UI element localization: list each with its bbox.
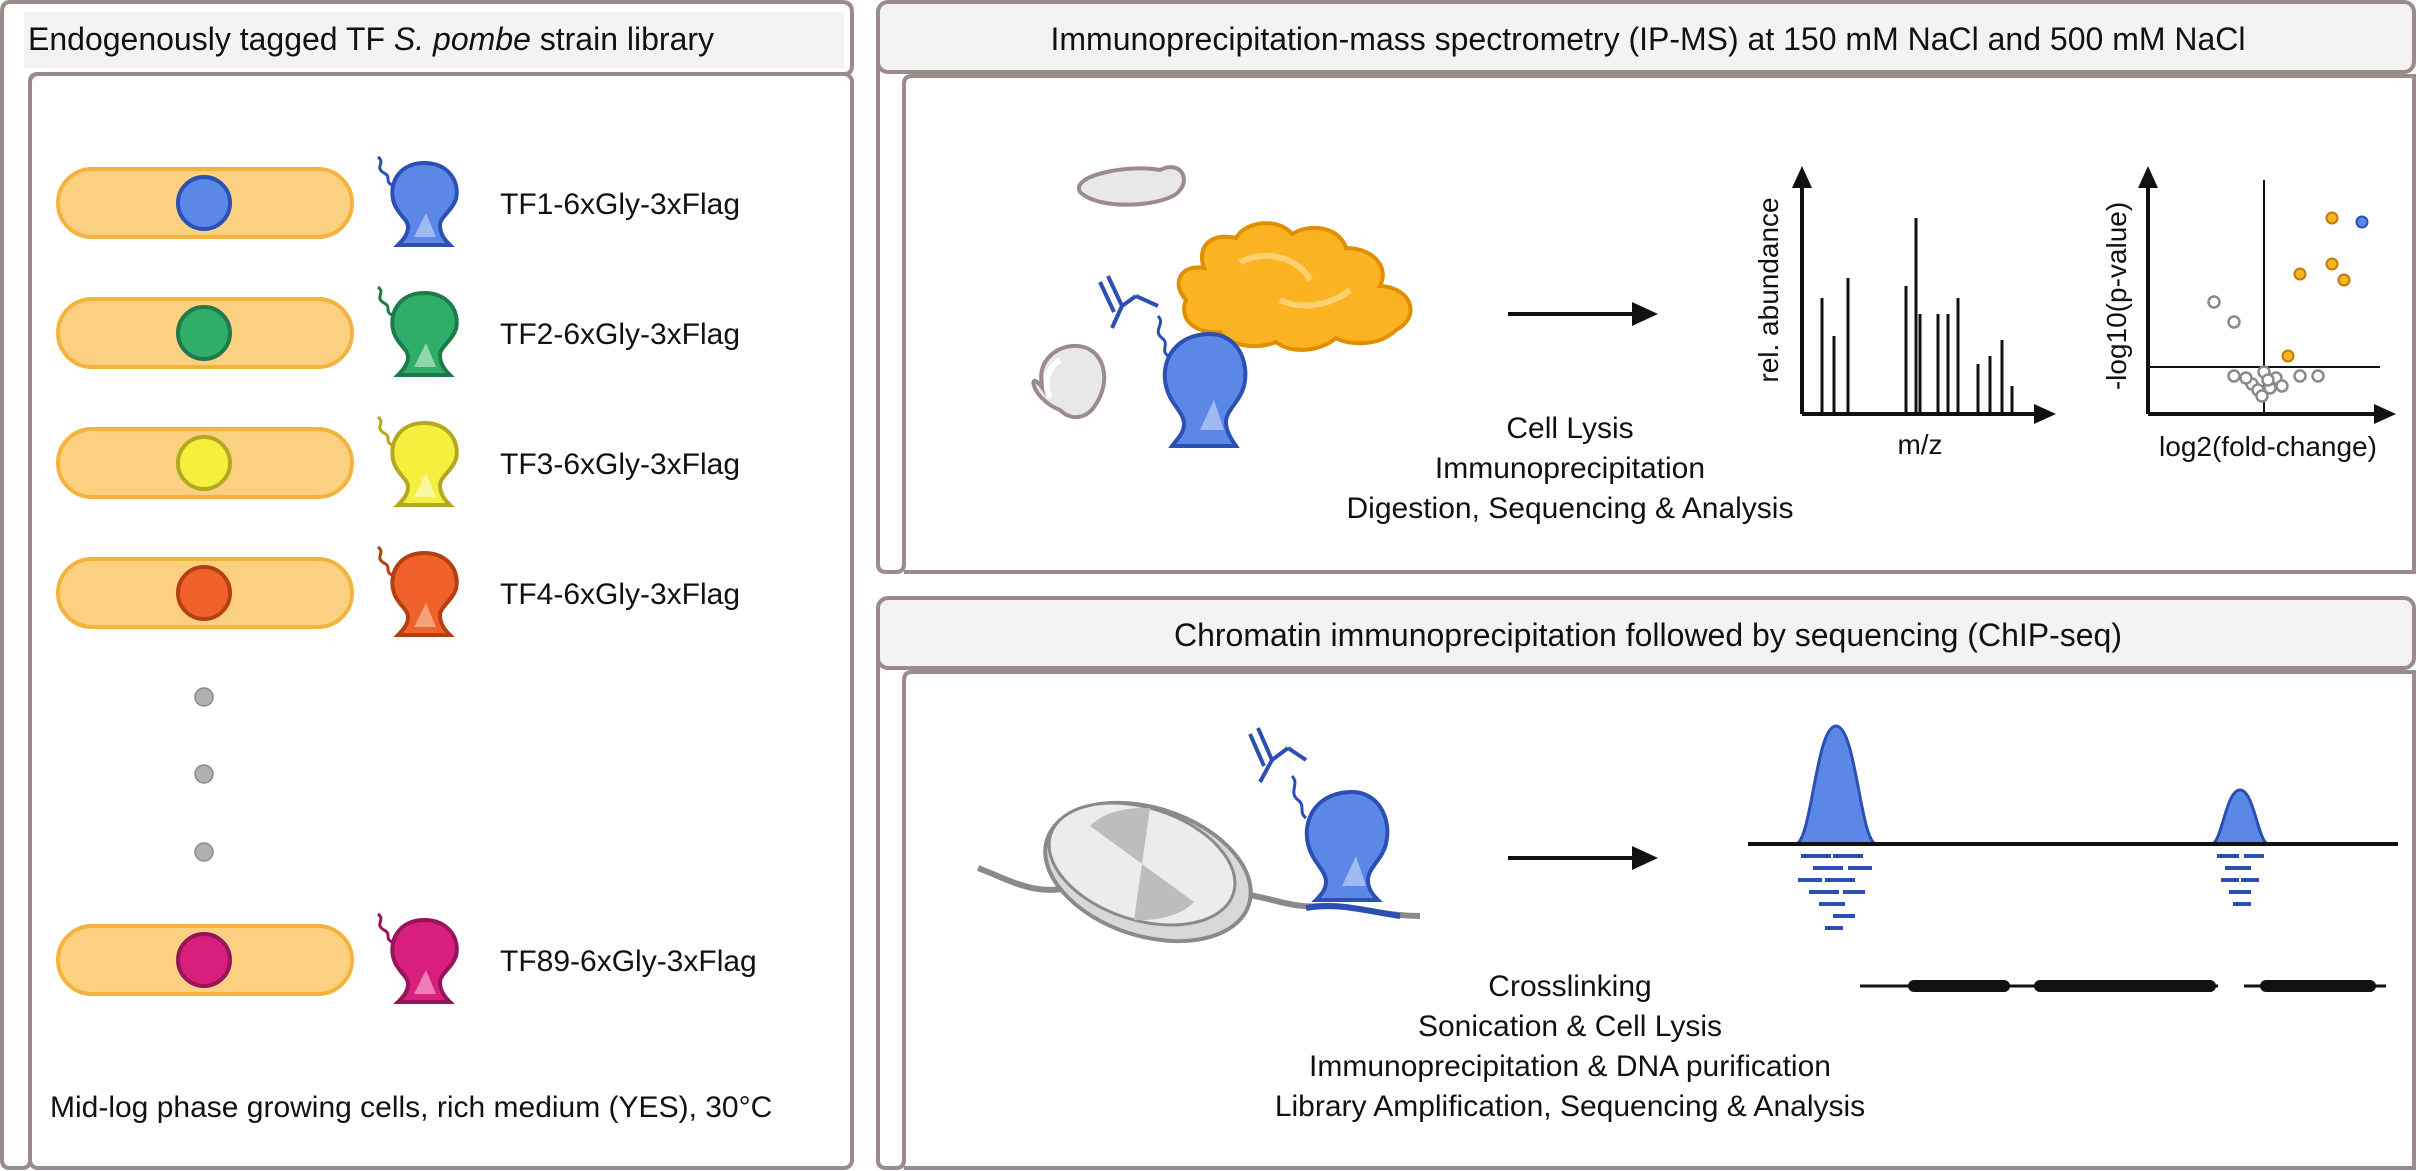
tagged-tf-icon [376,155,459,247]
volcano-point [2207,295,2221,309]
ipms-panel-body [876,30,2416,574]
nucleus-icon [176,435,232,491]
strain-row: TF2-6xGly-3xFlag [56,285,740,377]
chipseq-signal-track [1748,724,2398,930]
antibody-icon [1098,275,1159,329]
volcano-point [2239,371,2253,385]
mass-spectrum-plot: rel. abundance m/z [1753,166,2056,460]
strain-label: TF2-6xGly-3xFlag [500,318,740,351]
volcano-point-bait [2355,215,2369,229]
strain-label: TF89-6xGly-3xFlag [500,945,757,978]
nucleus-icon [176,305,232,361]
volcano-point-enriched [2281,349,2295,363]
chipseq-step-1: Crosslinking [1488,970,1651,1003]
tagged-tf-icon [376,545,459,637]
ipms-step-1: Cell Lysis [1506,412,1633,445]
nucleosome-icon [1043,800,1253,944]
chipseq-step-3: Immunoprecipitation & DNA purification [1309,1050,1831,1083]
volcano-point [2293,369,2307,383]
volcano-point-enriched [2325,211,2339,225]
tagged-tf-icon [376,912,459,1004]
strain-library-panel-body [28,72,854,1170]
ellipsis-dot [194,687,214,707]
ipms-process-arrow [1508,302,1658,326]
volcano-point-enriched [2337,273,2351,287]
ipms-title: Immunoprecipitation-mass spectrometry (I… [1050,21,2245,57]
tf-bait-icon [1156,314,1248,448]
volcano-y-label: -log10(p-value) [2101,202,2132,390]
tagged-tf-icon [376,415,459,507]
strain-row: TF89-6xGly-3xFlag [56,912,757,1004]
strain-label: TF3-6xGly-3xFlag [500,448,740,481]
chipseq-step-4: Library Amplification, Sequencing & Anal… [1275,1090,1865,1123]
strain-row: TF1-6xGly-3xFlag [56,155,740,247]
spectrum-y-label: rel. abundance [1753,197,1784,382]
ellipsis-dot [194,842,214,862]
ellipsis-dot [194,764,214,784]
volcano-x-label: log2(fold-change) [2159,431,2377,462]
ipms-step-3: Digestion, Sequencing & Analysis [1347,492,1794,525]
spectrum-x-label: m/z [1897,429,1942,460]
chipseq-panel-body [876,626,2416,1170]
chip-peak-large [1795,724,1877,846]
chipseq-process-arrow [1508,846,1658,870]
nucleus-icon [176,565,232,621]
lysed-cell-top [1076,165,1186,207]
volcano-point [2227,369,2241,383]
strain-label: TF1-6xGly-3xFlag [500,188,740,221]
strain-list: TF1-6xGly-3xFlagTF2-6xGly-3xFlagTF3-6xGl… [56,155,757,1004]
volcano-point [2275,379,2289,393]
chipseq-step-2: Sonication & Cell Lysis [1418,1010,1722,1043]
volcano-point [2311,369,2325,383]
growth-conditions-caption: Mid-log phase growing cells, rich medium… [50,1091,772,1124]
volcano-point-enriched [2325,257,2339,271]
nucleus-icon [176,932,232,988]
antibody-icon [1248,727,1308,783]
strain-label: TF4-6xGly-3xFlag [500,578,740,611]
strain-row: TF3-6xGly-3xFlag [56,415,740,507]
volcano-plot: -log10(p-value) log2(fold-change) [2101,166,2396,462]
strain-library-title: Endogenously tagged TF S. pombe strain l… [28,21,714,57]
volcano-point-enriched [2293,267,2307,281]
chip-peak-small [2211,788,2269,846]
tagged-tf-icon [376,285,459,377]
volcano-point [2255,389,2269,403]
tf-crosslinked-icon [1290,774,1390,902]
volcano-point [2227,315,2241,329]
ipms-panel: Immunoprecipitation-mass spectrometry (I… [876,0,2416,574]
nucleus-icon [176,175,232,231]
strain-row: TF4-6xGly-3xFlag [56,545,740,637]
protein-complex-icon [1176,221,1413,352]
chipseq-panel: Chromatin immunoprecipitation followed b… [876,596,2416,1170]
strain-library-panel: Endogenously tagged TF S. pombe strain l… [0,0,854,1170]
volcano-point [2261,373,2275,387]
ipms-step-2: Immunoprecipitation [1435,452,1705,485]
chipseq-title: Chromatin immunoprecipitation followed b… [1174,617,2122,653]
